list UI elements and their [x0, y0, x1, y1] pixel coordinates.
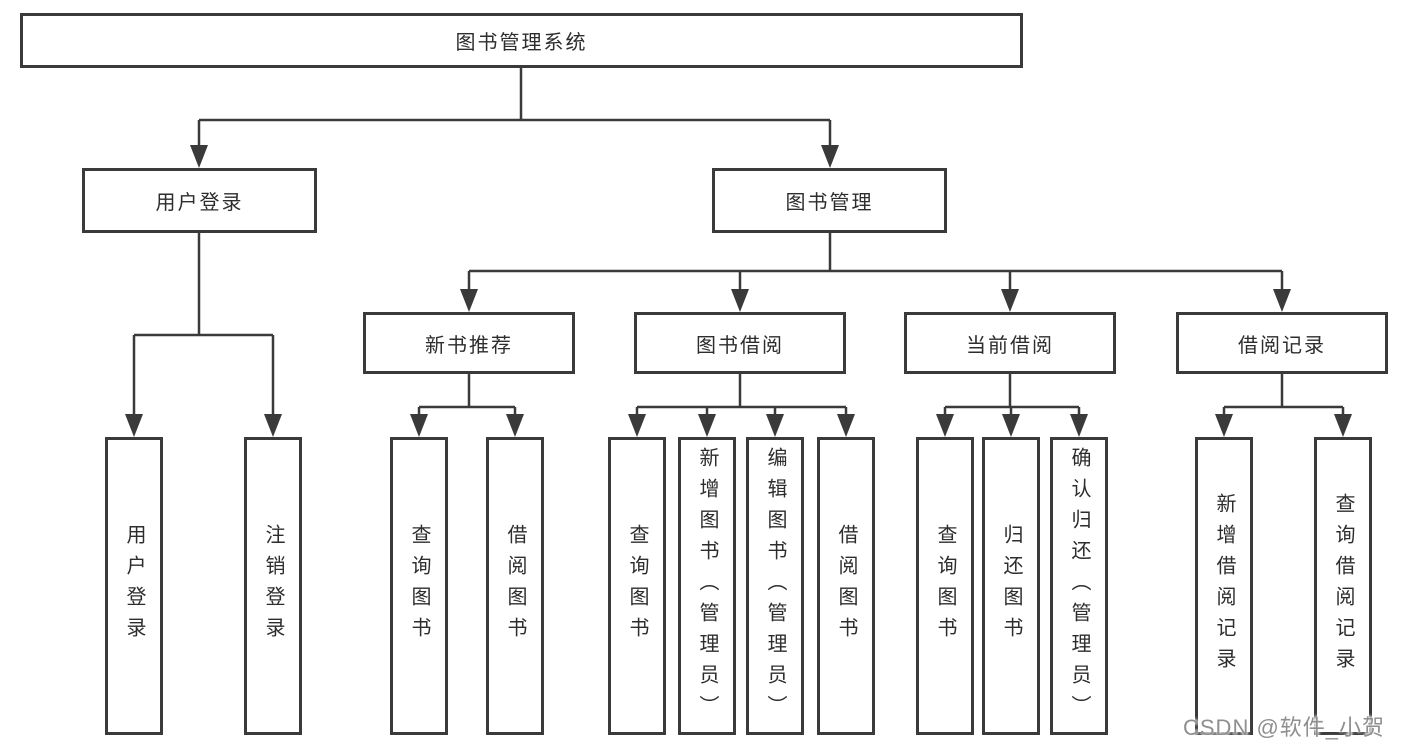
node-login: 用户登录 — [105, 437, 163, 735]
arrowheads — [125, 145, 1352, 437]
node-new-book-recommendation: 新书推荐 — [363, 312, 575, 374]
node-recommend-borrow-books: 借阅图书 — [486, 437, 544, 735]
node-borrowing-borrow-books: 借阅图书 — [817, 437, 875, 735]
node-logout: 注销登录 — [244, 437, 302, 735]
node-add-books-admin: 新增图书（管理员） — [678, 437, 736, 735]
node-library-system: 图书管理系统 — [20, 13, 1023, 68]
node-recommend-query-books: 查询图书 — [390, 437, 448, 735]
csdn-watermark: CSDN @软件_小贺同学 — [1183, 715, 1386, 740]
node-query-borrowing-record: 查询借阅记录 — [1314, 437, 1372, 735]
node-user-login: 用户登录 — [82, 168, 317, 233]
node-current-borrowing: 当前借阅 — [904, 312, 1116, 374]
node-return-books: 归还图书 — [982, 437, 1040, 735]
node-edit-books-admin: 编辑图书（管理员） — [746, 437, 804, 735]
node-borrowing-query-books: 查询图书 — [608, 437, 666, 735]
node-book-management: 图书管理 — [712, 168, 947, 233]
node-current-query-books: 查询图书 — [916, 437, 974, 735]
node-book-borrowing: 图书借阅 — [634, 312, 846, 374]
node-borrowing-records: 借阅记录 — [1176, 312, 1388, 374]
node-add-borrowing-record: 新增借阅记录 — [1195, 437, 1253, 735]
node-confirm-return-admin: 确认归还（管理员） — [1050, 437, 1108, 735]
